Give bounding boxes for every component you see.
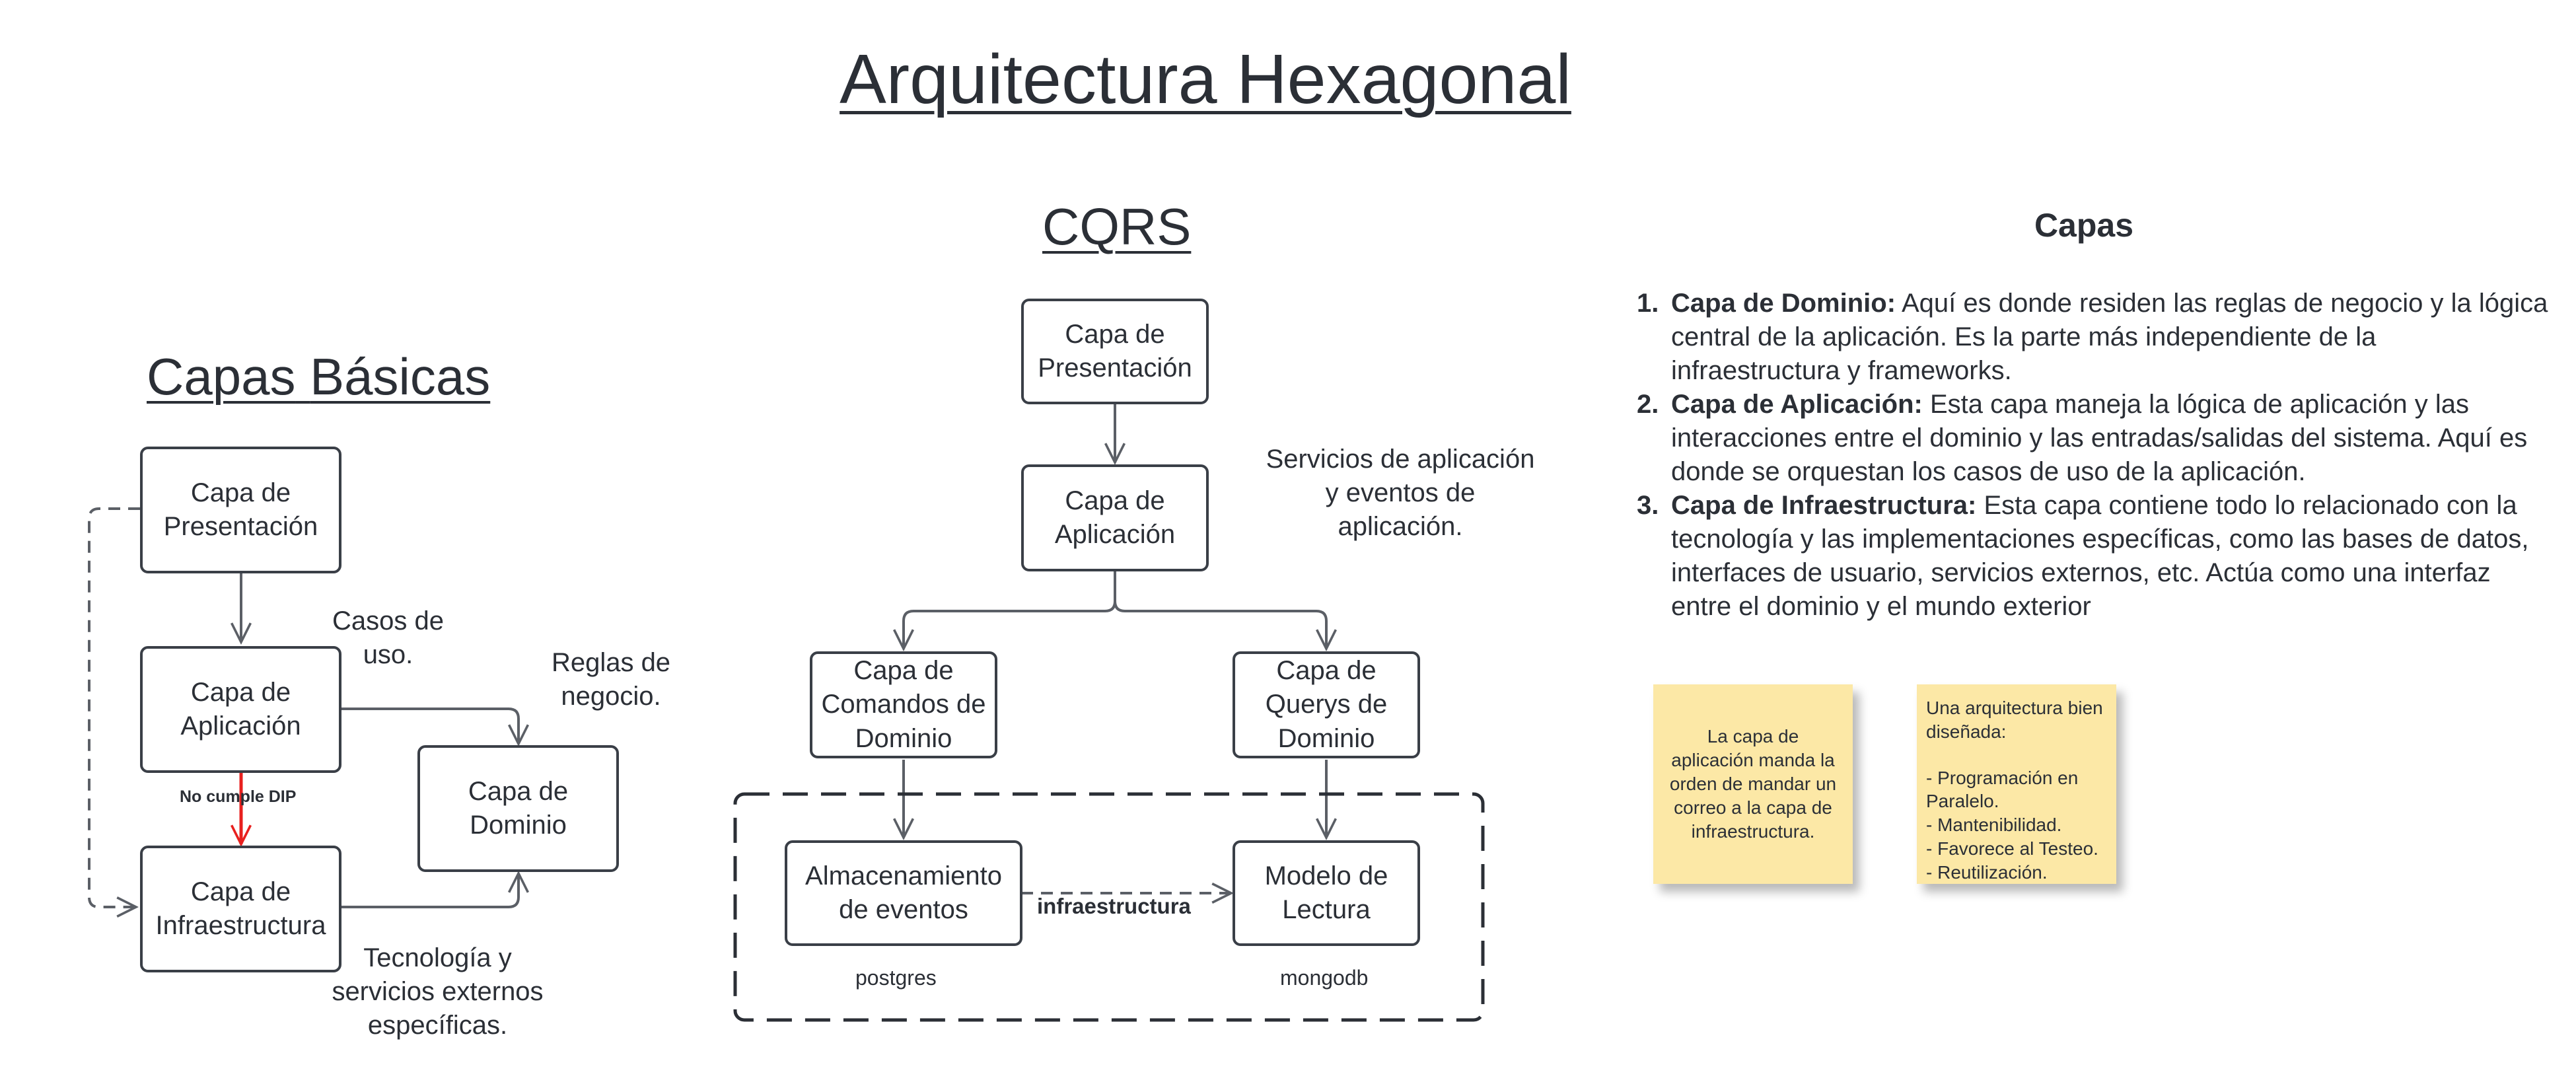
- infra-boundary: [733, 792, 1485, 1022]
- label-infraestructura: infraestructura: [1037, 894, 1191, 918]
- basic-infraestructura-box[interactable]: Capa de Infraestructura: [140, 846, 341, 972]
- sticky-note-arquitectura[interactable]: Una arquitectura bien diseñada: - Progra…: [1917, 684, 2116, 884]
- sticky-note-item: - Reutilización.: [1926, 861, 2048, 883]
- cqrs-presentacion-box[interactable]: Capa de Presentación: [1021, 299, 1209, 404]
- sticky-note-intro: Una arquitectura bien diseñada:: [1926, 698, 2103, 742]
- label-mongodb: mongodb: [1280, 966, 1369, 990]
- cqrs-almacenamiento-label: Almacenamiento de eventos: [805, 861, 1002, 924]
- capas-item-number: 3.: [1637, 491, 1659, 520]
- basic-heading-word2: Básicas: [310, 347, 491, 406]
- sticky-note-item: - Favorece al Testeo.: [1926, 838, 2098, 859]
- capas-item-heading: Capa de Infraestructura:: [1671, 491, 1977, 520]
- capas-item-number: 2.: [1637, 390, 1659, 419]
- capas-item-heading: Capa de Aplicación:: [1671, 390, 1923, 419]
- arrow-infra-dominio: [340, 873, 519, 908]
- label-no-cumple-dip: No cumple DIP: [180, 787, 297, 806]
- note-reglas-de-negocio: Reglas de negocio.: [551, 648, 671, 711]
- cqrs-modelo-box[interactable]: Modelo de Lectura: [1233, 840, 1420, 946]
- basic-heading-word1: Capas: [147, 347, 296, 406]
- arrow-cqrs-aplicacion-querys: [1114, 600, 1326, 649]
- capas-list: 1. Capa de Dominio: Aquí es donde reside…: [1637, 287, 2548, 624]
- label-postgres: postgres: [855, 966, 937, 990]
- cqrs-aplicacion-label: Capa de Aplicación: [1054, 486, 1176, 549]
- capas-item-infraestructura: 3. Capa de Infraestructura: Esta capa co…: [1637, 489, 2548, 624]
- capas-item-text: Esta capa contiene todo lo relacionado c…: [1671, 491, 2529, 621]
- capas-item-number: 1.: [1637, 289, 1659, 318]
- note-casos-de-uso: Casos de uso.: [332, 606, 444, 670]
- sticky-note-item: - Mantenibilidad.: [1926, 815, 2062, 836]
- basic-infraestructura-label: Capa de Infraestructura: [155, 877, 326, 940]
- capas-item-text: Aquí es donde residen las reglas de nego…: [1671, 289, 2548, 385]
- dashed-presentacion-infra: [88, 507, 140, 907]
- note-servicios: Servicios de aplicación y eventos de apl…: [1266, 445, 1535, 542]
- basic-presentacion-label: Capa de Presentación: [163, 478, 318, 541]
- basic-aplicacion-label: Capa de Aplicación: [180, 677, 301, 741]
- basic-heading: Capas Básicas: [147, 347, 490, 407]
- cqrs-almacenamiento-box[interactable]: Almacenamiento de eventos: [785, 840, 1022, 946]
- basic-dominio-box[interactable]: Capa de Dominio: [417, 745, 619, 872]
- cqrs-querys-box[interactable]: Capa de Querys de Dominio: [1233, 651, 1420, 758]
- capas-item-aplicacion: 2. Capa de Aplicación: Esta capa maneja …: [1637, 388, 2548, 489]
- cqrs-aplicacion-box[interactable]: Capa de Aplicación: [1021, 464, 1209, 571]
- cqrs-comandos-box[interactable]: Capa de Comandos de Dominio: [810, 651, 997, 758]
- basic-aplicacion-box[interactable]: Capa de Aplicación: [140, 646, 341, 773]
- sticky-note-correo-text: La capa de aplicación manda la orden de …: [1669, 726, 1837, 842]
- cqrs-presentacion-label: Capa de Presentación: [1038, 319, 1192, 382]
- arrow-aplicacion-dominio: [340, 708, 519, 744]
- capas-item-dominio: 1. Capa de Dominio: Aquí es donde reside…: [1637, 287, 2548, 388]
- cqrs-comandos-label: Capa de Comandos de Dominio: [821, 656, 986, 753]
- basic-presentacion-box[interactable]: Capa de Presentación: [140, 447, 341, 573]
- page-title: Arquitectura Hexagonal: [840, 40, 1571, 118]
- capas-title: Capas: [2034, 207, 2134, 244]
- cqrs-querys-label: Capa de Querys de Dominio: [1265, 656, 1388, 753]
- capas-item-heading: Capa de Dominio:: [1671, 289, 1896, 318]
- cqrs-heading: CQRS: [1042, 198, 1192, 256]
- sticky-note-item: - Programación en Paralelo.: [1926, 767, 2079, 812]
- capas-item-text: Esta capa maneja la lógica de aplicación…: [1671, 390, 2528, 486]
- cqrs-modelo-label: Modelo de Lectura: [1264, 861, 1388, 924]
- arrow-cqrs-aplicacion-comandos: [904, 571, 1116, 649]
- sticky-note-correo[interactable]: La capa de aplicación manda la orden de …: [1653, 684, 1853, 884]
- basic-dominio-label: Capa de Dominio: [468, 776, 569, 840]
- note-tecnologia: Tecnología y servicios externos específi…: [332, 943, 544, 1040]
